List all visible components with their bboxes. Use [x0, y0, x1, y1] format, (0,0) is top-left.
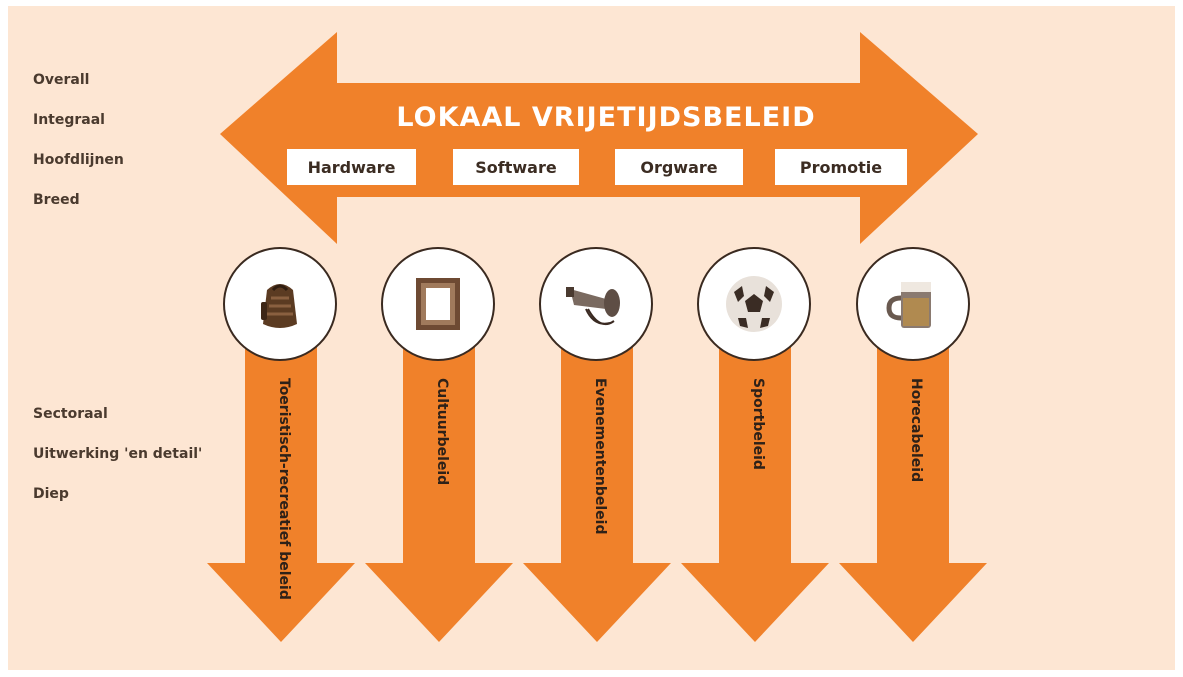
side-label-overall: Overall — [33, 72, 90, 88]
sector-circle-horeca — [856, 247, 970, 361]
diagram-title: LOKAAL VRIJETIJDSBELEID — [396, 102, 816, 133]
chip-orgware-label: Orgware — [640, 157, 718, 177]
diagram-canvas — [207, 32, 987, 642]
chip-hardware: Hardware — [287, 149, 416, 185]
megaphone-icon — [566, 287, 620, 325]
side-label-hoofdlijnen: Hoofdlijnen — [33, 152, 124, 168]
backpack-icon — [261, 284, 297, 328]
down-arrow-toerisme — [207, 326, 355, 642]
sector-circle-evenementen — [539, 247, 653, 361]
side-label-integraal: Integraal — [33, 112, 105, 128]
diagram-panel: Overall Integraal Hoofdlijnen Breed Sect… — [8, 6, 1175, 670]
sector-circle-cultuur — [381, 247, 495, 361]
side-label-uitwerking: Uitwerking 'en detail' — [33, 446, 203, 462]
side-label-breed: Breed — [33, 192, 80, 208]
chip-software: Software — [453, 149, 579, 185]
chip-promotie-label: Promotie — [799, 157, 883, 177]
sector-circle-sport — [697, 247, 811, 361]
chip-promotie: Promotie — [775, 149, 907, 185]
sector-circle-toerisme — [223, 247, 337, 361]
sector-label-cultuur: Cultuurbeleid — [434, 378, 450, 486]
picture-frame-icon — [416, 278, 460, 330]
sector-label-sport: Sportbeleid — [750, 378, 766, 470]
horizontal-double-arrow — [220, 32, 978, 244]
side-label-sectoraal: Sectoraal — [33, 406, 108, 422]
down-arrow-cultuur — [365, 326, 513, 642]
sector-label-toerisme: Toeristisch-recreatief beleid — [276, 378, 292, 600]
soccer-ball-icon — [726, 276, 782, 332]
chip-orgware: Orgware — [615, 149, 743, 185]
beer-mug-icon — [886, 282, 931, 328]
down-arrow-evenementen — [523, 326, 671, 642]
down-arrow-sport — [681, 326, 829, 642]
chip-hardware-label: Hardware — [307, 157, 396, 177]
chip-software-label: Software — [475, 157, 557, 177]
side-label-diep: Diep — [33, 486, 69, 502]
sector-label-evenementen: Evenementenbeleid — [592, 378, 608, 535]
sector-label-horeca: Horecabeleid — [908, 378, 924, 483]
down-arrow-horeca — [839, 326, 987, 642]
